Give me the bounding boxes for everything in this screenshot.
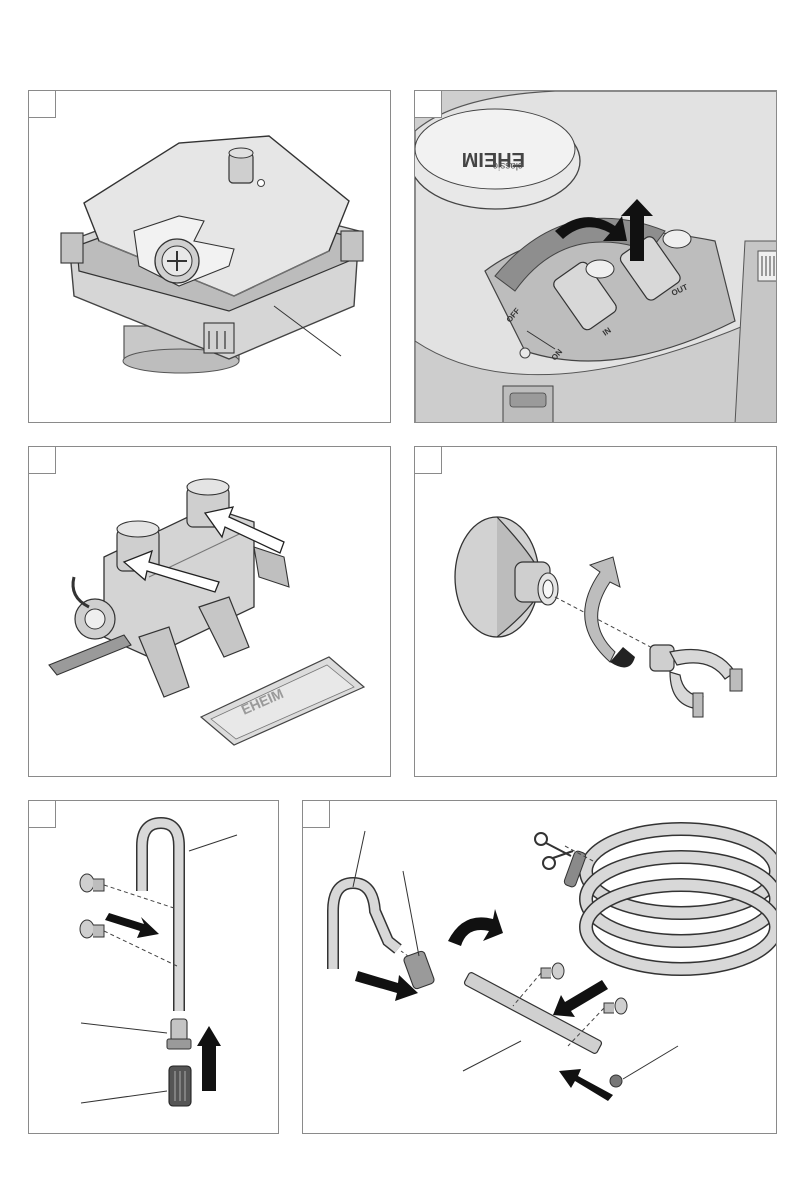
adapter-block-illustration: EHEIM — [29, 447, 391, 777]
sub-brand-text: classic — [493, 160, 523, 171]
panel-spray-bar-assembly — [302, 800, 777, 1134]
panel-suction-clip — [414, 446, 777, 777]
filter-head-illustration — [29, 91, 391, 423]
suction-clip-illustration — [415, 447, 777, 777]
step-number-box — [414, 90, 442, 118]
step-number-box — [28, 446, 56, 474]
intake-tube-illustration — [29, 801, 279, 1134]
valve-operation-illustration: EHEIM classic OFF ON IN OUT — [415, 91, 777, 423]
step-number-box — [302, 800, 330, 828]
panel-valve-operation: EHEIM classic OFF ON IN OUT — [414, 90, 777, 423]
step-number-box — [28, 800, 56, 828]
spray-bar-illustration — [303, 801, 777, 1134]
step-number-box — [28, 90, 56, 118]
panel-intake-tube — [28, 800, 279, 1134]
step-number-box — [414, 446, 442, 474]
panel-filter-head — [28, 90, 391, 423]
panel-adapter-block: EHEIM — [28, 446, 391, 777]
